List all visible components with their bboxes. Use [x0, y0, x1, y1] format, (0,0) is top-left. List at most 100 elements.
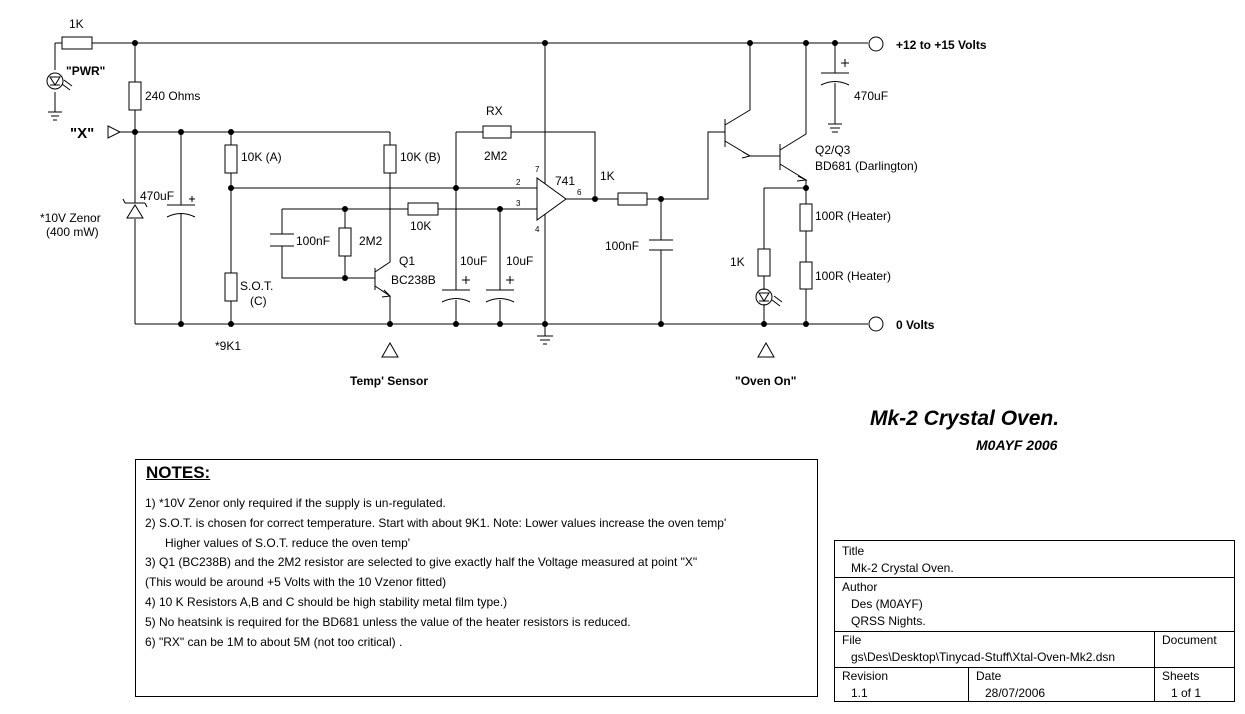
label-opamp: 741 [555, 174, 575, 188]
tb-sheets-value: 1 of 1 [1171, 686, 1202, 700]
resistor-1k-led [757, 248, 771, 277]
node-x-arrow-icon [107, 125, 122, 139]
label-heater1: 100R (Heater) [815, 209, 891, 223]
label-node-x: "X" [70, 125, 94, 142]
resistor-sot [224, 272, 238, 302]
notes-list: 1) *10V Zenor only required if the suppl… [145, 494, 726, 652]
label-q1-type: BC238B [391, 273, 436, 287]
label-c-10u-1: 10uF [460, 254, 487, 268]
notes-heading: NOTES: [146, 463, 211, 482]
heater-resistor-2 [799, 261, 813, 290]
label-rx: RX [486, 104, 503, 118]
tb-sheets-cell: Sheets 1 of 1 [1155, 668, 1234, 701]
label-ground-rail: 0 Volts [896, 318, 935, 332]
label-rx-value: 2M2 [484, 149, 508, 163]
tb-title-label: Title [842, 544, 865, 558]
tb-date-cell: Date 28/07/2006 [969, 668, 1155, 701]
title-block: Title Mk-2 Crystal Oven. Author Des (M0A… [834, 540, 1235, 702]
label-pin4: 4 [535, 225, 540, 234]
tb-file-value: gs\Des\Desktop\Tinycad-Stuff\Xtal-Oven-M… [851, 650, 1116, 664]
label-r-10k-input: 10K [410, 219, 431, 233]
zener-diode-icon [122, 198, 148, 219]
temp-sensor-arrow-icon [381, 341, 399, 358]
capacitor-470uf-right [820, 72, 850, 86]
tb-title-cell: Title Mk-2 Crystal Oven. [835, 541, 1234, 578]
label-r-10k-b: 10K (B) [400, 150, 441, 164]
label-c-470-right: 470uF [854, 89, 888, 103]
note-item: 1) *10V Zenor only required if the suppl… [145, 496, 446, 510]
supply-terminal-icon [868, 36, 884, 52]
label-sot-c: (C) [250, 294, 267, 308]
label-zener: *10V Zenor [40, 211, 101, 225]
tb-date-label: Date [976, 669, 1002, 683]
pwr-led-icon [46, 72, 73, 91]
note-item: 5) No heatsink is required for the BD681… [145, 614, 631, 629]
note-item: 4) 10 K Resistors A,B and C should be hi… [145, 594, 508, 609]
label-r-2m2-q1: 2M2 [359, 234, 383, 248]
capacitor-100nf-output [649, 239, 673, 251]
note-item: 6) "RX" can be 1M to about 5M (not too c… [145, 634, 403, 649]
resistor-2m2-q1 [338, 227, 352, 257]
oven-on-arrow-icon [757, 341, 775, 358]
circuit-schematic: 1K "PWR" 240 Ohms "X" *10V Zenor (400 mW… [40, 17, 987, 388]
capacitor-10uf-1 [441, 289, 471, 303]
diagram-title: Mk-2 Crystal Oven. [870, 407, 1060, 430]
label-oven-on: "Oven On" [735, 374, 796, 388]
label-r-10k-a: 10K (A) [241, 150, 282, 164]
tb-file-cell: File gs\Des\Desktop\Tinycad-Stuff\Xtal-O… [835, 632, 1155, 668]
notes-box: NOTES: 1) *10V Zenor only required if th… [135, 459, 818, 697]
label-r-1k-led: 1K [730, 255, 745, 269]
label-pin3: 3 [516, 199, 521, 208]
label-c-470-left: 470uF [140, 189, 174, 203]
darlington-q2q3-icon [724, 43, 808, 204]
junction-dots [132, 40, 838, 327]
label-r-240: 240 Ohms [145, 89, 200, 103]
resistor-rx [482, 125, 512, 139]
tb-title-value: Mk-2 Crystal Oven. [851, 561, 954, 575]
tb-sheets-label: Sheets [1162, 669, 1200, 683]
diagram-author: M0AYF 2006 [976, 437, 1058, 453]
capacitor-470uf-left [166, 204, 196, 218]
resistor-1k-pwr [61, 36, 93, 50]
label-heater2: 100R (Heater) [815, 269, 891, 283]
ground-icon [828, 123, 842, 133]
note-item: 2) S.O.T. is chosen for correct temperat… [145, 515, 727, 530]
tb-revision-label: Revision [842, 669, 889, 683]
label-q2q3: Q2/Q3 [815, 143, 851, 157]
label-q2q3-type: BD681 (Darlington) [815, 159, 918, 173]
tb-author-cell: Author Des (M0AYF) QRSS Nights. [835, 578, 1234, 632]
resistor-240-ohms [128, 81, 142, 111]
label-sot: S.O.T. [240, 279, 273, 293]
tb-document-label: Document [1162, 633, 1217, 647]
ground-icon [48, 111, 62, 121]
tb-document-cell: Document [1155, 632, 1234, 668]
opamp-741-icon [536, 177, 567, 221]
label-r-pwr: 1K [69, 17, 84, 31]
heater-resistor-1 [799, 203, 813, 232]
label-pin6: 6 [577, 188, 582, 197]
label-temp-sensor: Temp' Sensor [350, 374, 428, 388]
tb-date-value: 28/07/2006 [985, 686, 1046, 700]
label-pin7: 7 [535, 165, 540, 174]
tb-revision-cell: Revision 1.1 [835, 668, 969, 701]
oven-on-led-icon [755, 288, 783, 307]
resistor-10k-a [224, 144, 238, 174]
note-item: Higher values of S.O.T. reduce the oven … [165, 535, 411, 550]
label-supply: +12 to +15 Volts [896, 38, 987, 52]
label-sot-value: *9K1 [215, 339, 241, 353]
capacitor-10uf-2 [485, 289, 515, 303]
label-r-1k-out: 1K [600, 169, 615, 183]
opamp-ground-icon [537, 335, 553, 345]
tb-revision-value: 1.1 [851, 686, 868, 700]
transistor-q1-icon [374, 209, 392, 324]
label-pwr-led: "PWR" [66, 64, 105, 78]
label-pin2: 2 [516, 178, 521, 187]
ground-terminal-icon [868, 316, 884, 332]
resistor-10k-input [407, 202, 439, 216]
label-q1: Q1 [399, 254, 415, 268]
label-c-100n-q1: 100nF [296, 234, 330, 248]
tb-file-label: File [842, 633, 862, 647]
resistor-10k-b [383, 144, 397, 174]
label-c-10u-2: 10uF [506, 254, 533, 268]
note-item: 3) Q1 (BC238B) and the 2M2 resistor are … [145, 555, 698, 570]
